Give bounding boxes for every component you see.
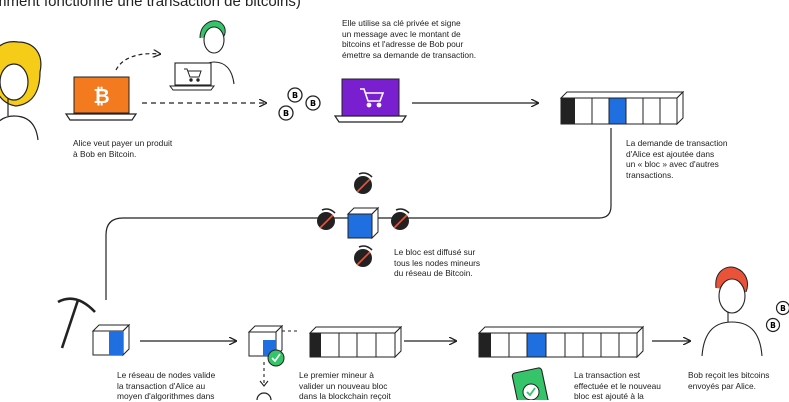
miner-node-icon — [354, 173, 372, 194]
bitcoin-coins-received: B B — [767, 302, 789, 332]
caption-block-added: La demande de transaction d'Alice est aj… — [626, 138, 728, 180]
svg-text:B: B — [283, 109, 289, 118]
caption-transaction-done: La transaction est effectuée et le nouve… — [574, 370, 661, 402]
validated-cube — [249, 326, 298, 400]
caption-alice-signs: Elle utilise sa clé privée et signe un m… — [342, 18, 476, 60]
alice-laptop: ₿ — [66, 77, 136, 120]
pickaxe-icon — [58, 299, 95, 348]
svg-text:B: B — [770, 321, 776, 330]
cube-icon — [348, 208, 378, 238]
caption-alice-wants: Alice veut payer un produit à Bob en Bit… — [73, 138, 172, 159]
caption-network-validates: Le réseau de nodes valide la transaction… — [117, 370, 215, 402]
alice-avatar — [0, 42, 41, 140]
svg-text:B: B — [780, 304, 786, 313]
block-chain-middle — [310, 327, 401, 357]
miner-node-icon — [317, 209, 335, 230]
coin-icon: B — [288, 88, 302, 102]
miner-node-icon — [391, 209, 409, 230]
svg-text:B: B — [310, 99, 316, 108]
miner-node-icon — [354, 246, 372, 267]
coin-icon: B — [767, 319, 780, 332]
bob-avatar — [702, 267, 762, 356]
check-icon — [268, 350, 284, 366]
arrow-alice-to-bob-shop — [116, 54, 160, 70]
block-chain-final — [479, 327, 643, 357]
coin-icon: B — [777, 302, 789, 315]
bob-laptop — [170, 63, 214, 90]
caption-bob-receives: Bob reçoit les bitcoins envoyés par Alic… — [688, 370, 769, 391]
phone-icon — [512, 367, 550, 400]
cube-icon — [93, 325, 129, 355]
coin-icon: B — [306, 96, 320, 110]
bitcoin-icon: ₿ — [93, 84, 109, 108]
coin-icon — [257, 393, 271, 400]
svg-text:B: B — [292, 91, 298, 100]
signing-laptop — [335, 79, 406, 122]
caption-first-miner: Le premier mineur à valider un nouveau b… — [299, 370, 391, 402]
block-chain-top — [561, 92, 683, 124]
caption-block-broadcast: Le bloc est diffusé sur tous les nodes m… — [394, 247, 480, 279]
coin-icon: B — [279, 106, 293, 120]
bitcoin-coins-group: B B B — [279, 88, 320, 120]
